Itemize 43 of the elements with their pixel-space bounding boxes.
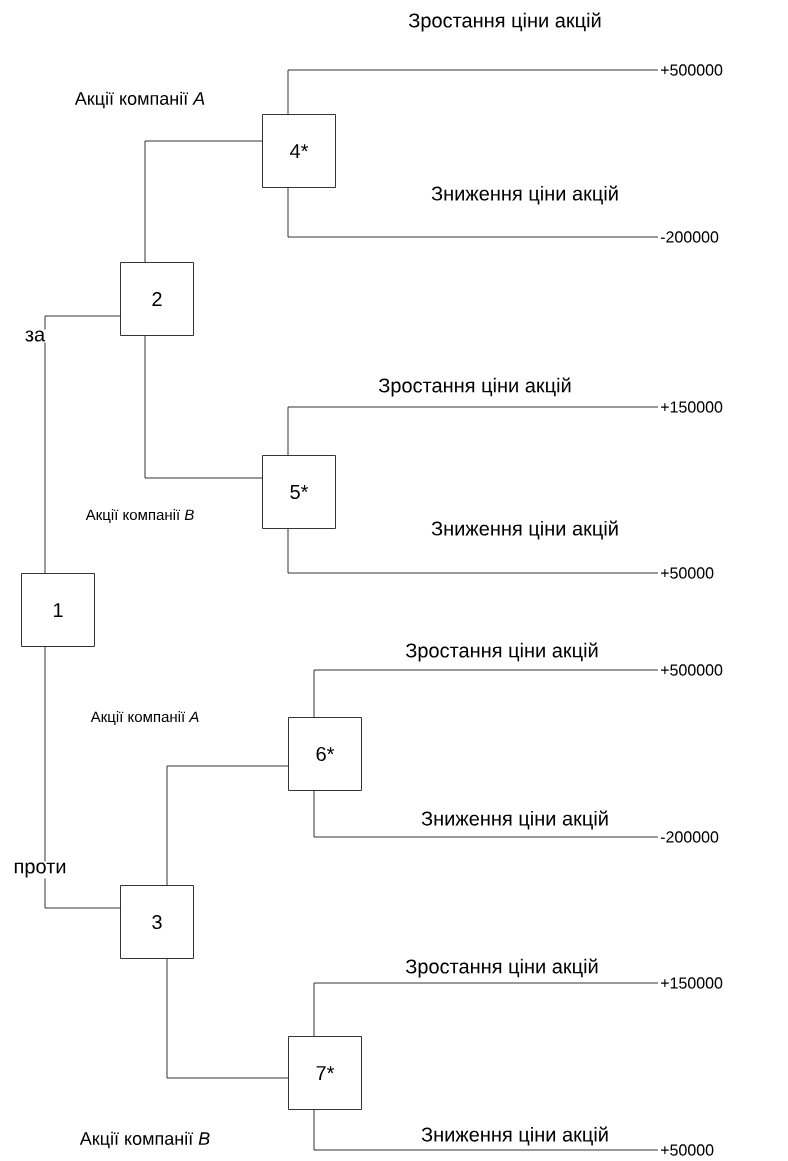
edge-label: Зниження ціни акцій	[430, 184, 620, 206]
edge-label: Зростання ціни акцій	[377, 376, 573, 398]
branch-line	[144, 140, 263, 263]
branch-line	[313, 669, 659, 718]
payoff-value: +50000	[661, 1144, 714, 1156]
edge-label: Зростання ціни акцій	[404, 957, 600, 979]
payoff-value: -200000	[660, 231, 719, 243]
branch-line	[166, 958, 289, 1079]
payoff-value: +150000	[661, 977, 723, 989]
branch-line	[287, 187, 659, 238]
decision-box: 4*	[262, 114, 336, 188]
branch-line	[44, 315, 121, 574]
edge-label: Зниження ціни акцій	[420, 809, 610, 831]
payoff-value: -200000	[660, 831, 719, 843]
edge-label: Зниження ціни акцій	[430, 519, 620, 541]
edge-label: Акції компанії B	[84, 508, 196, 524]
branch-line	[287, 69, 659, 115]
edge-label: Зростання ціни акцій	[404, 641, 600, 663]
decision-box: 1	[21, 573, 95, 647]
edge-label: Акції компанії B	[78, 1130, 212, 1150]
payoff-value: +500000	[661, 64, 723, 76]
payoff-value: +500000	[661, 664, 723, 676]
branch-line	[313, 790, 659, 838]
branch-line	[313, 982, 659, 1037]
branch-line	[166, 765, 289, 886]
decision-box: 5*	[262, 455, 336, 529]
edge-label: за	[23, 329, 47, 343]
branch-line	[144, 335, 263, 479]
edge-label: проти	[12, 861, 68, 879]
branch-line	[287, 406, 659, 456]
edge-label: Зростання ціни акцій	[407, 11, 603, 33]
branch-line	[44, 646, 121, 909]
branch-line	[313, 1109, 659, 1151]
payoff-value: +50000	[661, 567, 714, 579]
decision-box: 2	[120, 262, 194, 336]
decision-box: 7*	[288, 1036, 362, 1110]
decision-box: 3	[120, 885, 194, 959]
payoff-value: +150000	[661, 401, 723, 413]
edge-label: Зниження ціни акцій	[420, 1125, 610, 1147]
edge-label: Акції компанії A	[73, 90, 207, 110]
decision-box: 6*	[288, 717, 362, 791]
edge-label: Акції компанії A	[89, 710, 201, 726]
branch-line	[287, 528, 659, 574]
